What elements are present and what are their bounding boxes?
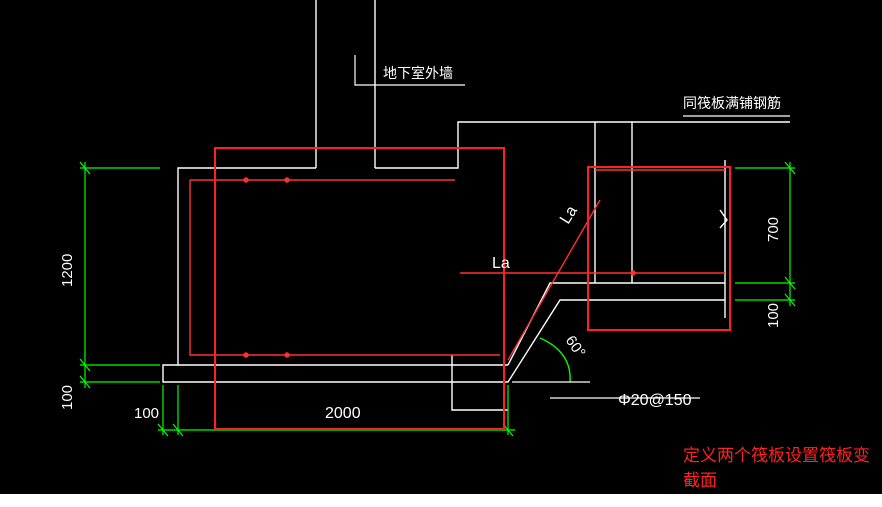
dim-left-height: 1200 [59,254,76,287]
leader-lines [354,55,790,399]
label-lap-diag: La [557,203,581,227]
highlight-box-right [587,166,731,331]
annotation-note: 定义两个筏板设置筏板变截面 [683,446,870,491]
dim-left-bottom: 100 [59,385,76,410]
highlight-box-left [214,147,505,430]
drawing-labels: 地下室外墙 同筏板满铺钢筋 Φ20@150 La La 60° 1200 100… [59,65,782,422]
raft-outline [162,121,790,411]
label-lap-horiz: La [492,255,510,272]
dim-bottom-width: 2000 [325,405,361,422]
label-rebar-spec: Φ20@150 [618,392,692,409]
drawing-background [0,0,882,494]
dim-bottom-offset: 100 [134,405,159,422]
dim-right-bottom: 100 [765,303,782,328]
basement-wall [315,0,376,168]
label-outer-wall: 地下室外墙 [383,65,453,81]
angle-arc [539,337,571,383]
highlight-boxes [214,147,731,430]
dim-right-height: 700 [765,217,782,242]
cad-drawing: 地下室外墙 同筏板满铺钢筋 Φ20@150 La La 60° 1200 100… [0,0,882,494]
label-rebar-note: 同筏板满铺钢筋 [683,95,781,111]
